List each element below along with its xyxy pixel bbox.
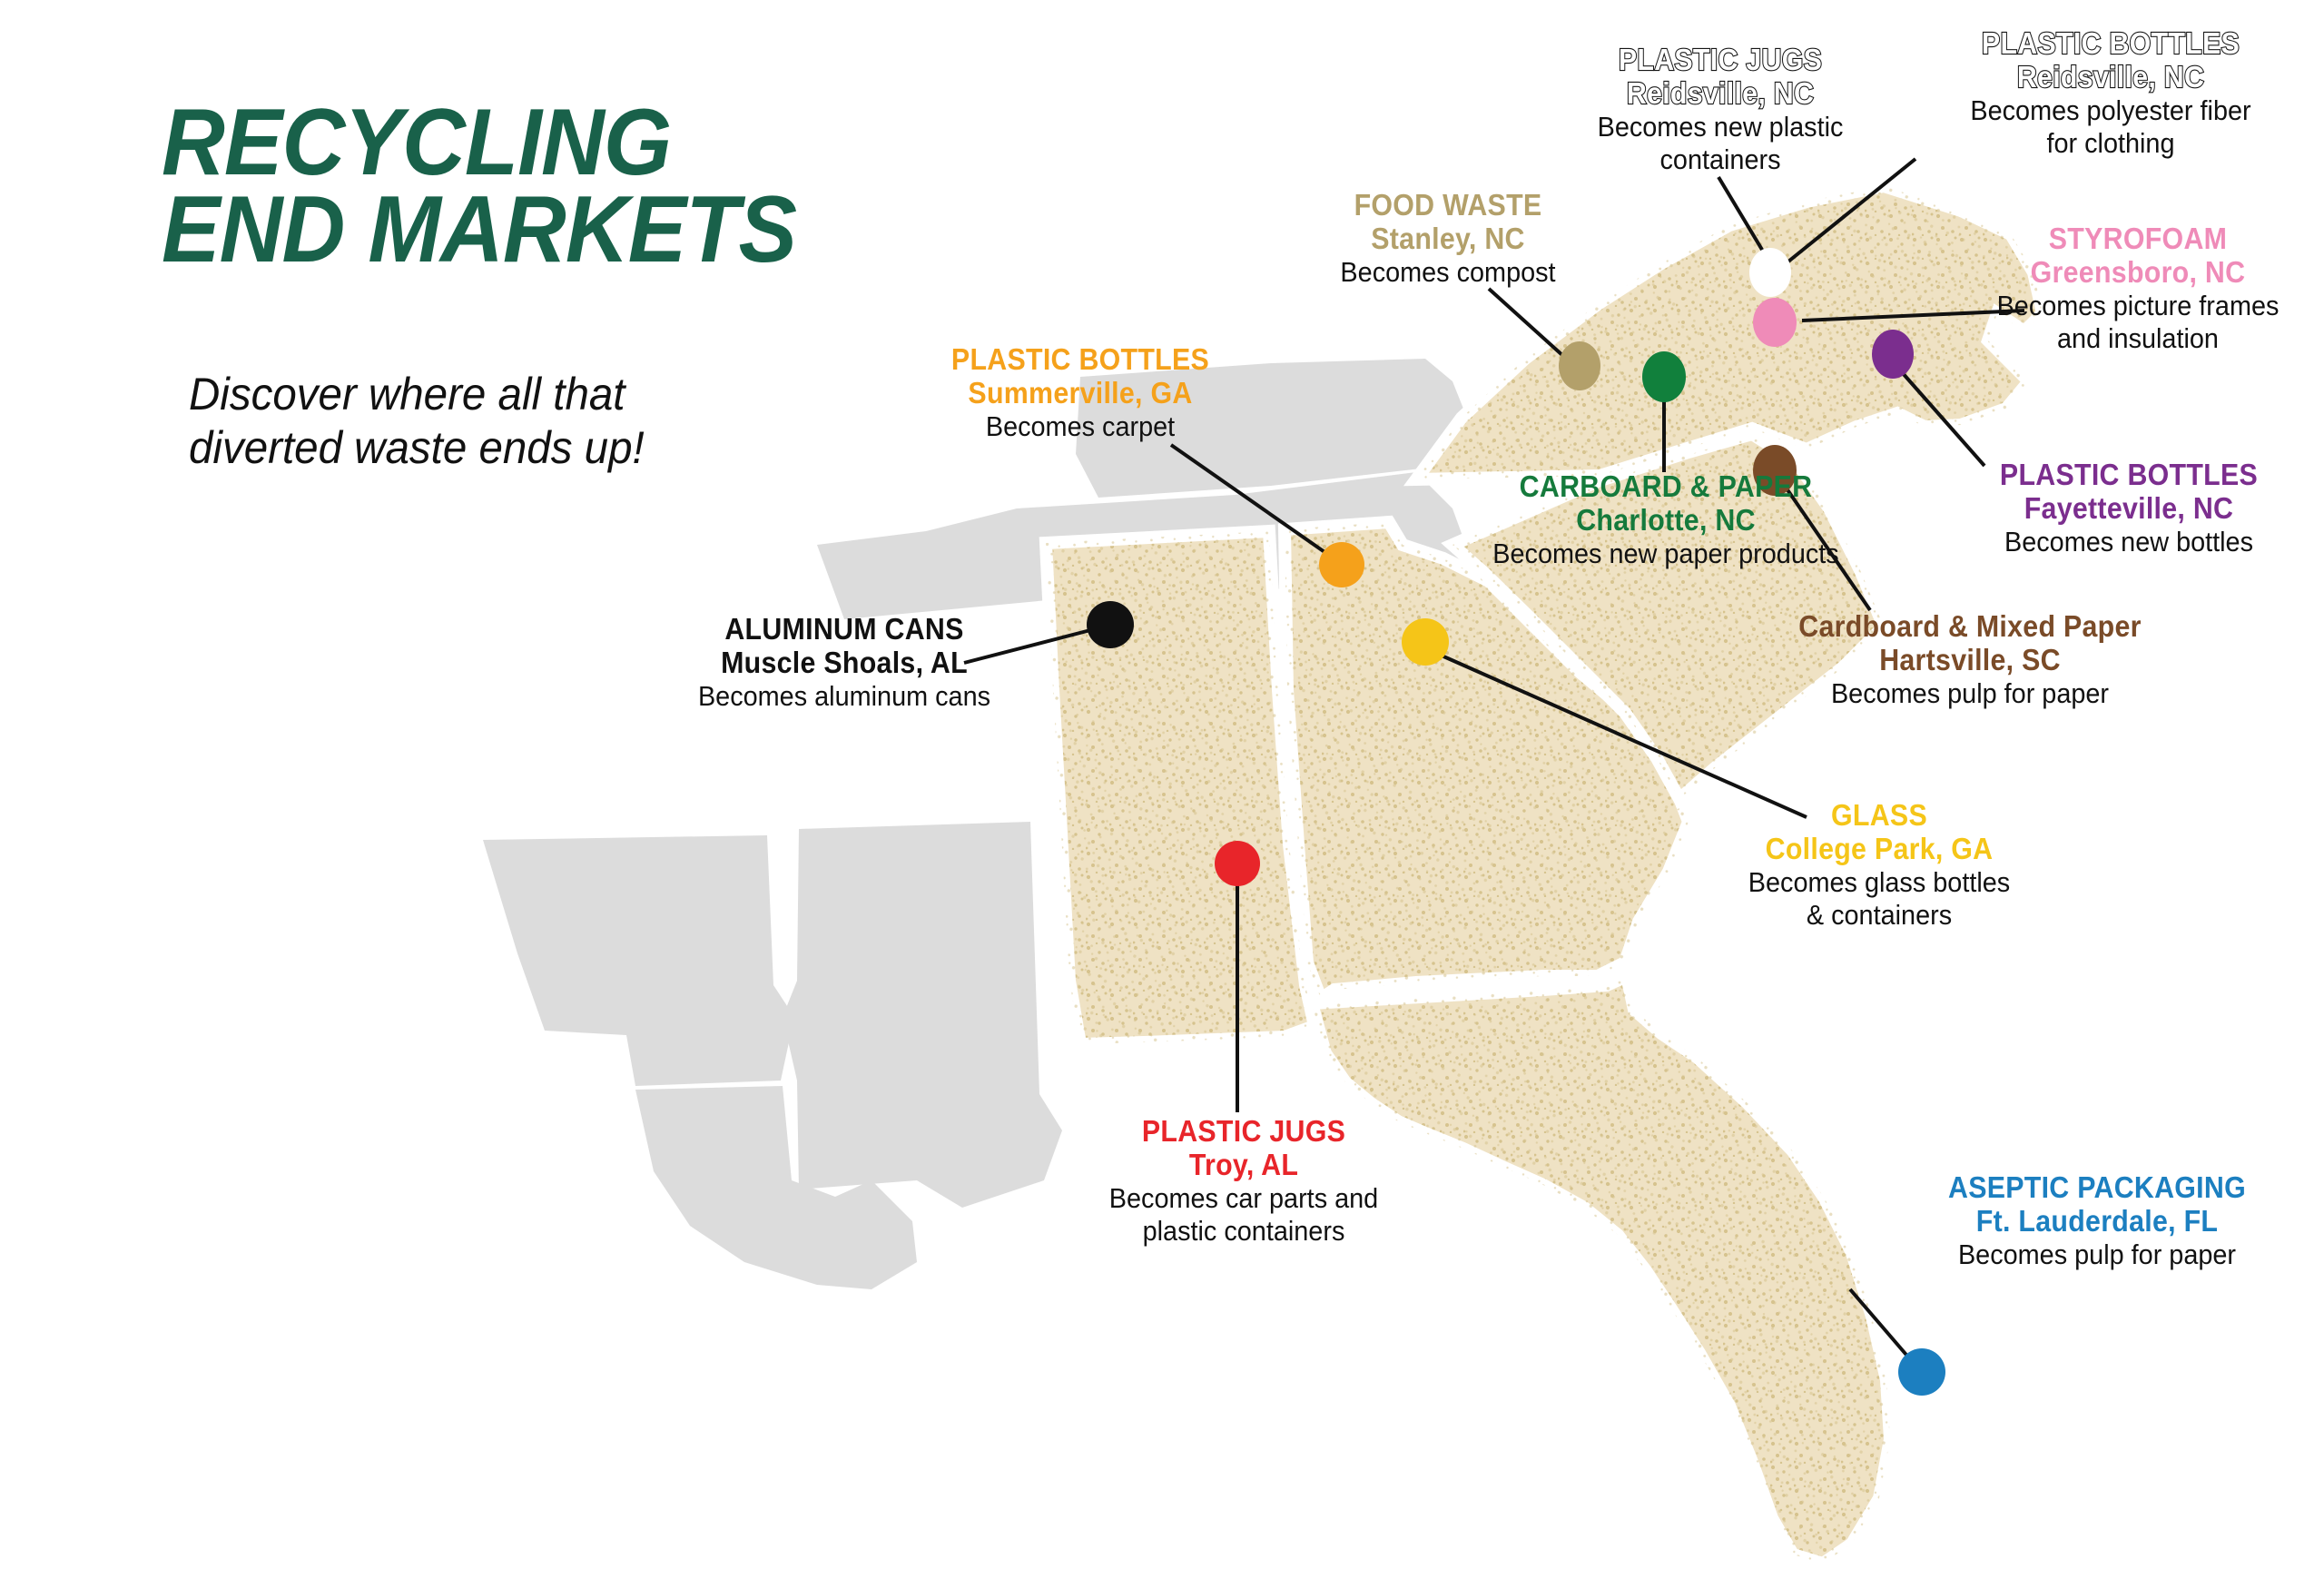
callout-material-label: GLASS [1831, 798, 1927, 832]
leader-line-plastic-jugs-reidsville [1717, 175, 1772, 265]
highlighted-states-group [1039, 179, 2050, 1571]
marker-dot-plastic-bottles-fayetteville[interactable] [1872, 330, 1914, 379]
callout-plastic-jugs-reidsville: PLASTIC JUGS Reidsville, NC Becomes new … [1534, 42, 1906, 175]
title-line-2: END MARKETS [162, 176, 797, 282]
callout-becomes-line-2: and insulation [2057, 321, 2219, 354]
callout-material-label: PLASTIC BOTTLES [1981, 25, 2240, 61]
callout-styrofoam-greensboro: STYROFOAM Greensboro, NC Becomes picture… [1956, 222, 2319, 354]
marker-dot-cardboard-hartsville[interactable] [1753, 445, 1797, 496]
callout-location-label: Troy, AL [1188, 1147, 1299, 1181]
markers-group [1087, 248, 1945, 1396]
leader-line-plastic-bottles-fayetteville [1900, 370, 1986, 468]
callout-location-label: Fayetteville, NC [2024, 490, 2234, 525]
callout-material-label: FOOD WASTE [1354, 188, 1542, 222]
callout-material-label: PLASTIC JUGS [1141, 1114, 1346, 1148]
callout-location-label: Summerville, GA [968, 375, 1193, 410]
callout-material-label: ALUMINUM CANS [724, 612, 964, 646]
callout-becomes-line-1: Becomes new bottles [2004, 525, 2254, 558]
marker-dot-food-waste-stanley[interactable] [1559, 341, 1600, 390]
callout-becomes-line-2: containers [1659, 143, 1781, 175]
callout-food-waste-stanley: FOOD WASTE Stanley, NC Becomes compost [1307, 188, 1589, 289]
state-south-carolina-speckle [1452, 434, 1884, 799]
callout-location-label: Charlotte, NC [1576, 502, 1756, 537]
callout-material-label: PLASTIC BOTTLES [950, 342, 1210, 376]
callout-becomes-line-1: Becomes carpet [985, 410, 1176, 442]
callout-material-label: Cardboard & Mixed Paper [1798, 609, 2142, 643]
leader-line-glass-college-park [1441, 654, 1807, 819]
leader-line-plastic-bottles-reidsville [1782, 157, 1917, 267]
callout-glass-college-park: GLASS College Park, GA Becomes glass bot… [1711, 798, 2047, 931]
callout-becomes-line-2: for clothing [2046, 126, 2175, 159]
callout-becomes-line-1: Becomes picture frames [1996, 289, 2280, 321]
callout-location-label: College Park, GA [1765, 831, 1994, 865]
callout-becomes-line-1: Becomes pulp for paper [1830, 676, 2110, 709]
state-virginia [1076, 359, 1471, 498]
callout-becomes-line-1: Becomes car parts and [1108, 1181, 1379, 1214]
page-subtitle: Discover where all that diverted waste e… [189, 368, 741, 475]
state-arkansas [483, 835, 794, 1086]
state-alabama-speckle [1046, 531, 1315, 1044]
callout-carboard-paper-charlotte: CARBOARD & PAPER Charlotte, NC Becomes n… [1412, 469, 1920, 570]
callout-material-label: ASEPTIC PACKAGING [1947, 1170, 2246, 1204]
marker-dot-aluminum-cans[interactable] [1087, 601, 1134, 648]
callout-becomes-line-1: Becomes polyester fiber [1970, 94, 2251, 126]
callout-material-label: PLASTIC JUGS [1618, 42, 1823, 77]
callout-location-label: Reidsville, NC [2016, 59, 2205, 94]
callout-material-label: PLASTIC BOTTLES [1999, 458, 2259, 491]
callout-location-label: Muscle Shoals, AL [721, 645, 968, 679]
callout-location-label: Hartsville, SC [1879, 642, 2061, 676]
state-louisiana [635, 1086, 917, 1289]
marker-dot-plastic-jugs-reidsville[interactable] [1749, 248, 1791, 297]
callout-becomes-line-1: Becomes aluminum cans [697, 679, 991, 712]
callout-becomes-line-1: Becomes new plastic [1597, 110, 1844, 143]
page-title: RECYCLING END MARKETS [162, 90, 942, 282]
marker-dot-plastic-bottles-summerville[interactable] [1319, 542, 1364, 587]
callout-becomes-line-2: & containers [1806, 898, 1953, 931]
title-line-1: RECYCLING [162, 90, 672, 195]
callout-becomes-line-1: Becomes compost [1340, 255, 1556, 288]
callout-plastic-jugs-troy: PLASTIC JUGS Troy, AL Becomes car parts … [1071, 1114, 1416, 1247]
callout-becomes-line-1: Becomes glass bottles [1748, 865, 2011, 898]
state-florida-speckle [1312, 976, 1890, 1564]
leader-line-cardboard-hartsville [1785, 487, 1872, 612]
marker-dot-aseptic-packaging[interactable] [1898, 1348, 1945, 1396]
callout-location-label: Stanley, NC [1371, 221, 1525, 255]
marker-dot-carboard-paper-charlotte[interactable] [1642, 351, 1686, 402]
callout-becomes-line-1: Becomes new paper products [1492, 537, 1839, 569]
callout-plastic-bottles-summerville: PLASTIC BOTTLES Summerville, GA Becomes … [926, 342, 1235, 443]
callout-aluminum-cans-muscle-shoals: ALUMINUM CANS Muscle Shoals, AL Becomes … [663, 612, 1026, 713]
leader-lines-group [963, 157, 2025, 1362]
callout-material-label: STYROFOAM [2048, 222, 2228, 255]
leader-line-aseptic-packaging [1848, 1288, 1913, 1362]
callout-plastic-bottles-fayetteville: PLASTIC BOTTLES Fayetteville, NC Becomes… [1947, 458, 2310, 558]
state-georgia-speckle [1285, 522, 1689, 999]
state-mississippi [783, 822, 1062, 1208]
callout-cardboard-mixed-paper-hartsville: Cardboard & Mixed Paper Hartsville, SC B… [1752, 609, 2188, 710]
marker-dot-plastic-jugs-troy[interactable] [1215, 841, 1260, 886]
callout-becomes-line-2: plastic containers [1142, 1214, 1345, 1247]
subtitle-line-2: diverted waste ends up! [189, 422, 645, 473]
leader-line-styrofoam-greensboro [1801, 309, 2025, 322]
callout-location-label: Greensboro, NC [2030, 254, 2246, 289]
state-north-carolina-speckle [1416, 186, 2043, 479]
leader-line-aluminum-cans [963, 627, 1095, 665]
callout-aseptic-packaging-ft-lauderdale: ASEPTIC PACKAGING Ft. Lauderdale, FL Bec… [1915, 1170, 2279, 1271]
callout-material-label: CARBOARD & PAPER [1519, 469, 1813, 503]
marker-dot-styrofoam-greensboro[interactable] [1753, 298, 1797, 347]
marker-dot-glass-college-park[interactable] [1402, 618, 1449, 666]
subtitle-line-1: Discover where all that [189, 369, 625, 419]
callout-location-label: Ft. Lauderdale, FL [1975, 1203, 2219, 1238]
leader-line-plastic-bottles-summerville [1169, 443, 1329, 556]
leader-line-food-waste-stanley [1487, 287, 1565, 358]
callout-becomes-line-1: Becomes pulp for paper [1957, 1238, 2237, 1270]
callout-plastic-bottles-reidsville: PLASTIC BOTTLES Reidsville, NC Becomes p… [1915, 25, 2306, 159]
callout-location-label: Reidsville, NC [1626, 75, 1815, 111]
